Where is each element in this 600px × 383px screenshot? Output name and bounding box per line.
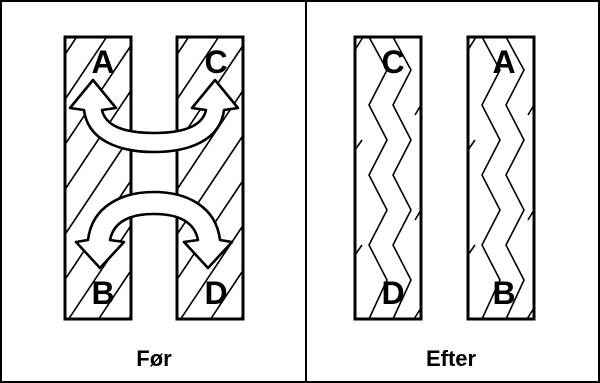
after-caption: Efter [426,346,477,371]
tire-label-rear-right: B [492,275,515,311]
before-caption: Før [136,346,172,371]
double-headed-curved-arrow-up-icon [70,80,238,152]
tire-label-front-right: A [492,44,515,80]
double-headed-curved-arrow-down-icon [76,192,232,268]
tire-label-front-left: C [381,44,404,80]
tire-label-rear-right: D [204,275,227,311]
after-panel: C A D B Efter [355,37,534,371]
tire-label-front-left: A [91,44,114,80]
tire-label-rear-left: B [91,275,114,311]
tire-label-front-right: C [204,44,227,80]
tire-label-rear-left: D [381,275,404,311]
before-panel: A C B D Før [48,20,260,371]
